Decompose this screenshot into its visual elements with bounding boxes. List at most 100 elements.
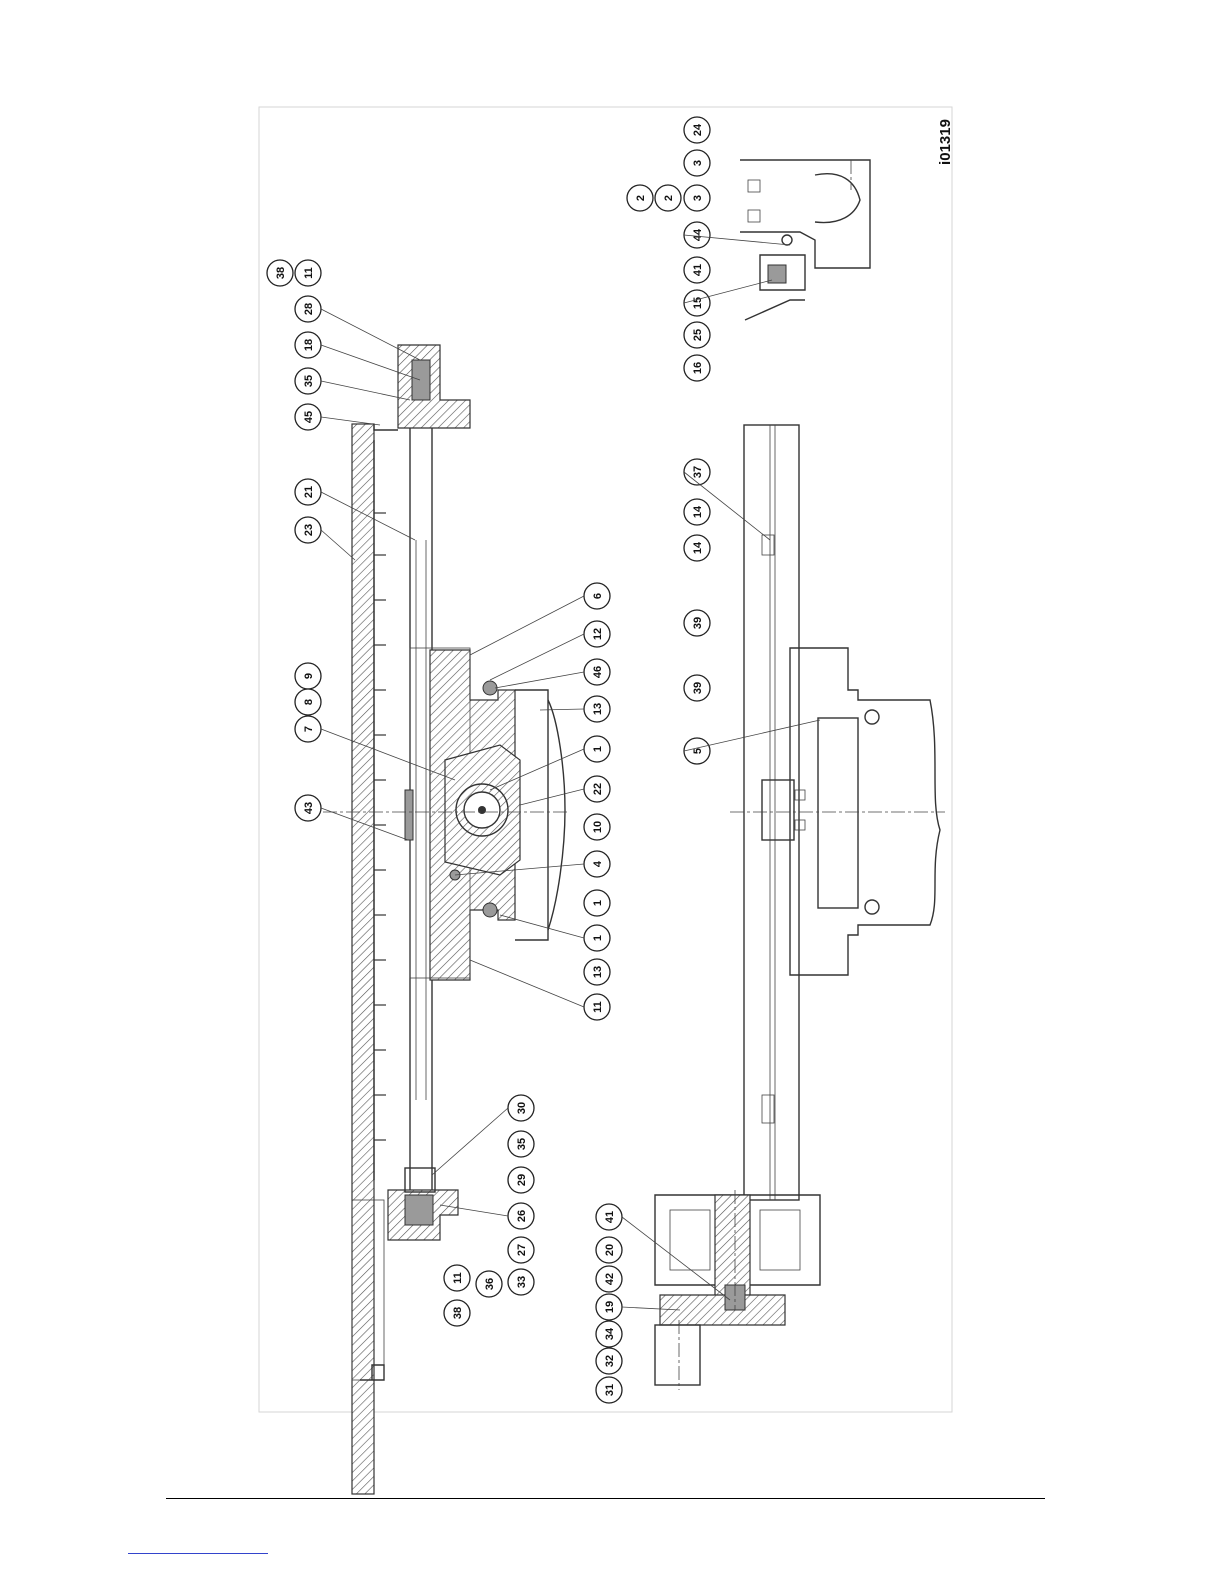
svg-text:24: 24: [692, 123, 704, 136]
svg-text:22: 22: [592, 783, 604, 795]
svg-text:35: 35: [303, 375, 315, 387]
balloon: 31: [596, 1377, 622, 1403]
svg-text:38: 38: [452, 1307, 464, 1319]
svg-text:1: 1: [592, 746, 604, 752]
balloon: 1: [584, 736, 610, 762]
svg-text:33: 33: [516, 1276, 528, 1288]
balloon: 29: [508, 1167, 534, 1193]
balloon: 4: [584, 851, 610, 877]
svg-text:34: 34: [604, 1327, 616, 1340]
rail-view: [730, 425, 945, 1200]
balloon: 33: [508, 1269, 534, 1295]
svg-text:38: 38: [275, 267, 287, 279]
svg-text:35: 35: [516, 1138, 528, 1150]
balloon: 13: [584, 696, 610, 722]
balloon: 41: [596, 1204, 622, 1230]
svg-text:28: 28: [303, 303, 315, 315]
balloon: 43: [295, 795, 321, 821]
balloon: 25: [684, 322, 710, 348]
balloon: 24: [684, 117, 710, 143]
svg-text:4: 4: [592, 860, 604, 867]
balloon: 32: [596, 1348, 622, 1374]
svg-text:27: 27: [516, 1244, 528, 1256]
svg-text:31: 31: [604, 1384, 616, 1396]
balloon: 20: [596, 1237, 622, 1263]
svg-text:32: 32: [604, 1355, 616, 1367]
balloon: 19: [596, 1294, 622, 1320]
main-section-view: [300, 345, 570, 1494]
balloon: 3: [684, 150, 710, 176]
balloon: 2: [627, 185, 653, 211]
balloon: 21: [295, 479, 321, 505]
svg-text:18: 18: [303, 339, 315, 351]
balloon: 41: [684, 257, 710, 283]
balloon: 2: [655, 185, 681, 211]
balloon: 42: [596, 1266, 622, 1292]
svg-text:41: 41: [692, 264, 704, 276]
svg-text:14: 14: [692, 541, 704, 554]
svg-text:44: 44: [692, 228, 704, 241]
balloon: 14: [684, 535, 710, 561]
balloon: 28: [295, 296, 321, 322]
svg-text:15: 15: [692, 297, 704, 309]
svg-text:37: 37: [692, 466, 704, 478]
balloon: 30: [508, 1095, 534, 1121]
svg-text:39: 39: [692, 682, 704, 694]
balloon: 15: [684, 290, 710, 316]
svg-text:8: 8: [303, 699, 315, 705]
svg-text:14: 14: [692, 505, 704, 518]
balloon: 34: [596, 1321, 622, 1347]
balloon: 1: [584, 890, 610, 916]
svg-text:30: 30: [516, 1102, 528, 1114]
svg-text:43: 43: [303, 802, 315, 814]
svg-text:23: 23: [303, 524, 315, 536]
svg-text:45: 45: [303, 411, 315, 423]
svg-text:7: 7: [303, 726, 315, 732]
balloon: 27: [508, 1237, 534, 1263]
rack-teeth: [374, 513, 386, 1140]
balloon: 1: [584, 925, 610, 951]
svg-text:1: 1: [592, 935, 604, 941]
balloon: 13: [584, 959, 610, 985]
svg-text:3: 3: [692, 195, 704, 201]
svg-text:11: 11: [303, 267, 315, 279]
balloon: 3: [684, 185, 710, 211]
svg-text:13: 13: [592, 966, 604, 978]
balloon: 10: [584, 814, 610, 840]
balloon: 38: [267, 260, 293, 286]
drive-detail-view: [655, 1190, 820, 1390]
balloon: 22: [584, 776, 610, 802]
svg-text:21: 21: [303, 486, 315, 498]
balloon: 18: [295, 332, 321, 358]
svg-text:39: 39: [692, 617, 704, 629]
svg-text:26: 26: [516, 1210, 528, 1222]
svg-text:42: 42: [604, 1273, 616, 1285]
balloon: 46: [584, 659, 610, 685]
leader-lines: [321, 235, 820, 1310]
svg-text:25: 25: [692, 329, 704, 341]
balloon: 39: [684, 610, 710, 636]
balloon: 11: [584, 994, 610, 1020]
svg-text:20: 20: [604, 1244, 616, 1256]
balloon: 36: [476, 1271, 502, 1297]
balloon: 8: [295, 689, 321, 715]
balloon: 45: [295, 404, 321, 430]
drawing-code: i01319: [937, 119, 954, 165]
balloon: 14: [684, 499, 710, 525]
balloon: 35: [295, 368, 321, 394]
svg-text:36: 36: [484, 1278, 496, 1290]
balloon: 38: [444, 1300, 470, 1326]
svg-text:13: 13: [592, 703, 604, 715]
balloon: 9: [295, 663, 321, 689]
balloon: 6: [584, 583, 610, 609]
svg-text:9: 9: [303, 673, 315, 679]
svg-text:29: 29: [516, 1174, 528, 1186]
svg-text:10: 10: [592, 821, 604, 833]
top-detail-view: [740, 160, 870, 320]
svg-text:6: 6: [592, 593, 604, 599]
svg-text:41: 41: [604, 1211, 616, 1223]
balloon: 5: [684, 738, 710, 764]
svg-text:2: 2: [663, 195, 675, 201]
balloon: 39: [684, 675, 710, 701]
